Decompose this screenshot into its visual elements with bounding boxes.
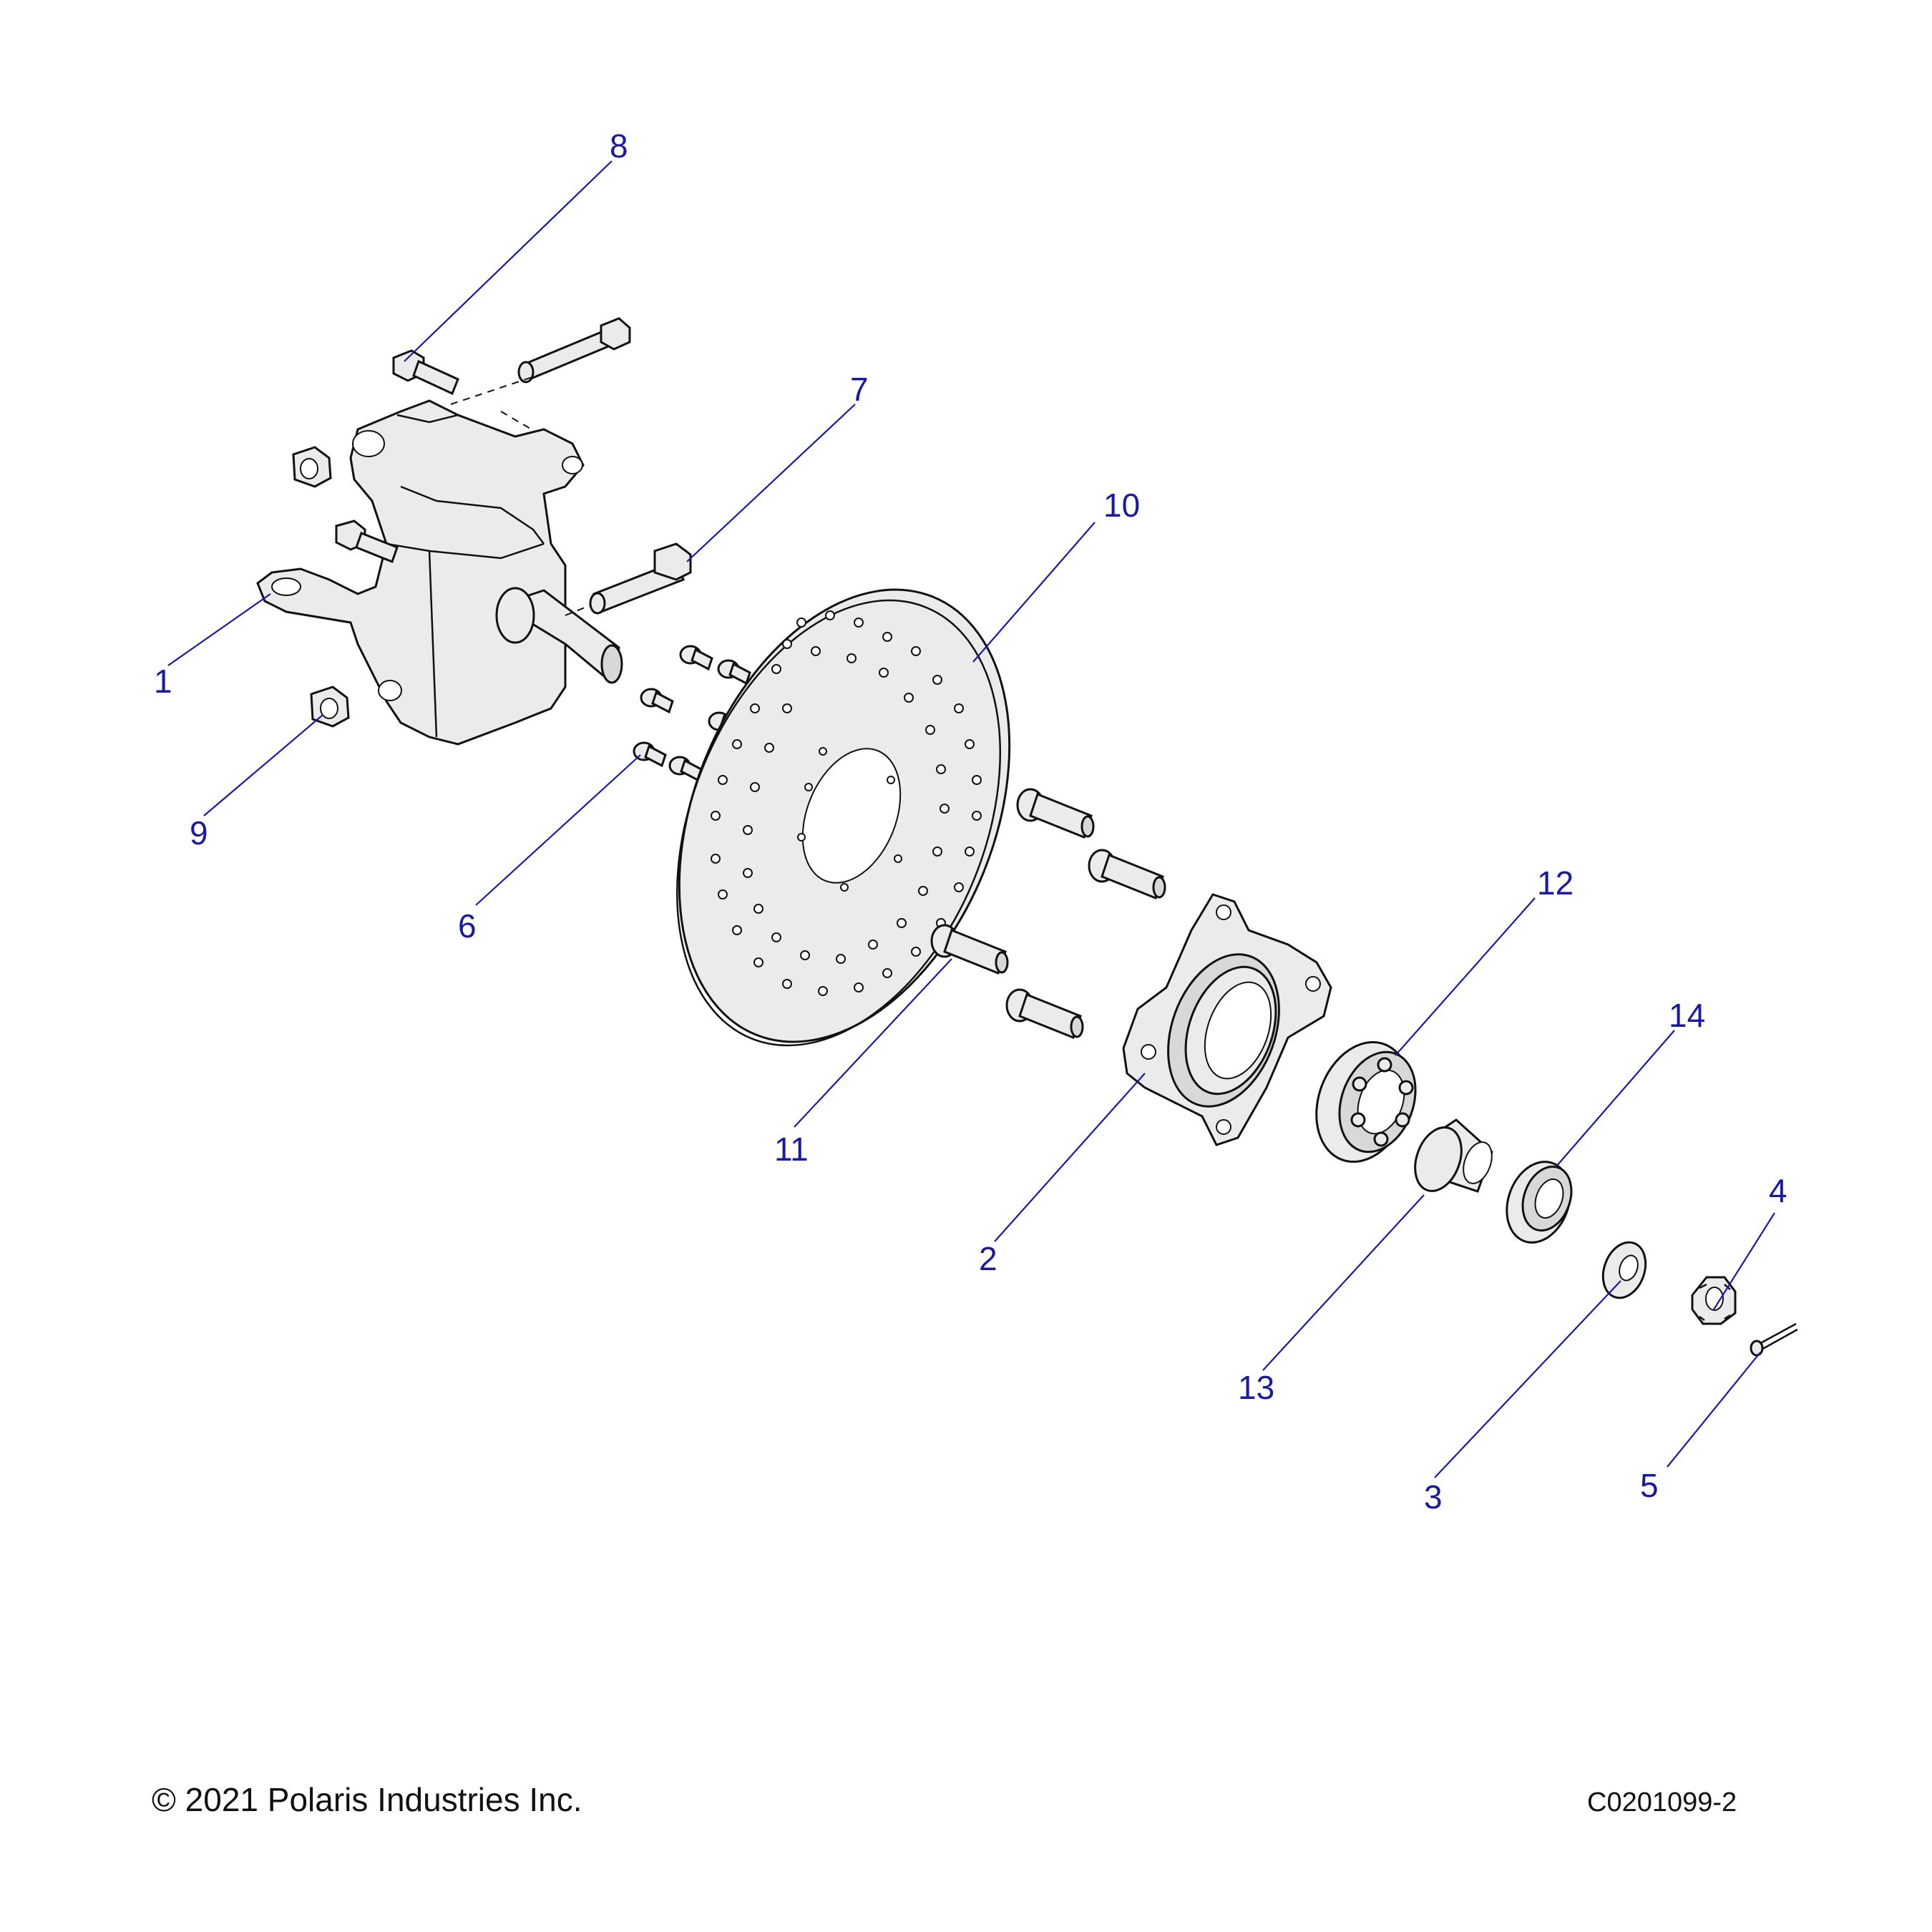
callout-5: 5	[1640, 1467, 1659, 1504]
callout-14: 14	[1669, 997, 1705, 1034]
callout-10: 10	[1103, 487, 1140, 524]
callout-12: 12	[1537, 864, 1574, 902]
bolt-7	[589, 542, 692, 615]
castle-nut-4	[1691, 1276, 1737, 1325]
callout-9: 9	[190, 814, 208, 852]
callout-labels: 1 2 3 4 5 6 7 8 9 10 11 12 13 14	[154, 127, 1787, 1516]
rotor-vent-holes	[711, 610, 982, 996]
bearing-12	[1315, 1040, 1417, 1163]
figure-code: C0201099-2	[1587, 1787, 1737, 1818]
rotor-mount-holes	[797, 747, 902, 892]
callout-7: 7	[850, 371, 869, 408]
callout-6: 6	[458, 907, 477, 945]
callout-2: 2	[979, 1240, 997, 1277]
bolt-long-upper-right	[517, 317, 631, 384]
copyright-text: © 2021 Polaris Industries Inc.	[152, 1781, 582, 1818]
callout-11: 11	[774, 1131, 809, 1168]
leader-lines	[167, 160, 1775, 1478]
callout-13: 13	[1238, 1369, 1274, 1406]
callout-8: 8	[610, 127, 628, 165]
wheel-hub-2	[1122, 893, 1332, 1146]
flange-nut-upper	[292, 446, 332, 488]
spacer-13	[1414, 1118, 1493, 1193]
callout-1: 1	[154, 663, 172, 700]
wheel-studs-11	[930, 788, 1166, 1039]
washer-3	[1601, 1241, 1647, 1299]
bearing-14	[1506, 1161, 1573, 1244]
bolt-8-upper-left	[392, 349, 459, 396]
callout-3: 3	[1424, 1478, 1443, 1516]
bolt-middle-left	[335, 519, 399, 563]
callout-4: 4	[1769, 1172, 1787, 1209]
spindle-knuckle-1	[256, 399, 623, 746]
cotter-pin-5	[1750, 1322, 1798, 1357]
brake-rotor-10	[676, 588, 1011, 1047]
